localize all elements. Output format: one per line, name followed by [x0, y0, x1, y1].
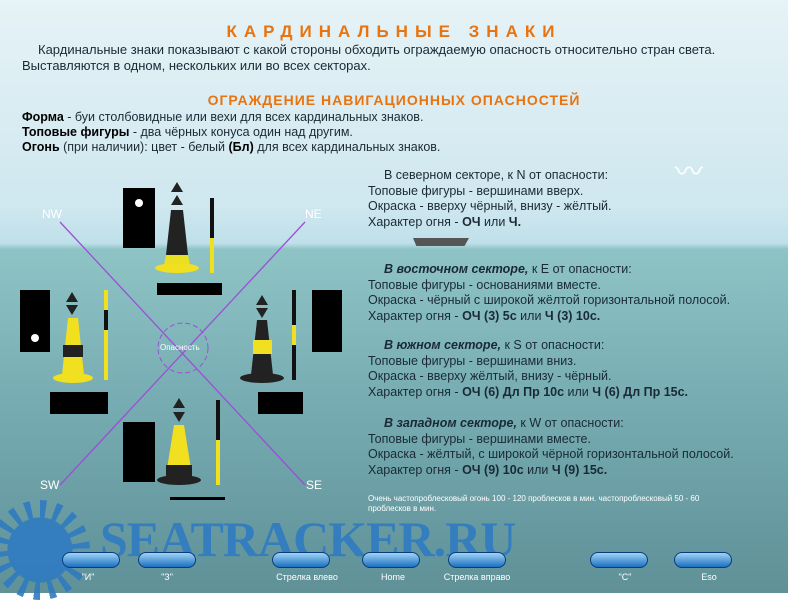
nav-key-label: Стрелка влево	[276, 572, 338, 582]
nav-button-exit[interactable]	[674, 552, 732, 568]
nav-key-label: Home	[380, 572, 405, 582]
section-heading: ОГРАЖДЕНИЕ НАВИГАЦИОННЫХ ОПАСНОСТЕЙ	[207, 92, 581, 108]
nav-key-label: "И"	[81, 572, 95, 582]
nav-key-label: Стрелка вправо	[443, 572, 511, 582]
sector-north: В северном секторе, к N от опасности: То…	[368, 168, 612, 229]
nav-button-back[interactable]	[272, 552, 330, 568]
south-buoy	[123, 398, 225, 500]
nav-key-label: Eso	[701, 572, 717, 582]
nav-key-label: "С"	[618, 572, 632, 582]
cardinal-diagram	[20, 182, 342, 500]
sun-logo-icon	[0, 500, 90, 600]
nav-button-6[interactable]	[590, 552, 648, 568]
specs: Форма - буи столбовидные или вехи для вс…	[22, 110, 440, 155]
footnote: Очень частопроблесковый огонь 100 - 120 …	[368, 494, 700, 513]
nav-button-2[interactable]	[138, 552, 196, 568]
nav-button-forward[interactable]	[448, 552, 506, 568]
east-buoy	[240, 290, 342, 414]
ship-icon	[413, 238, 469, 246]
spec-shape: Форма - буи столбовидные или вехи для вс…	[22, 110, 424, 124]
nav-button-home[interactable]	[362, 552, 420, 568]
north-buoy	[123, 182, 222, 295]
spec-light: Огонь (при наличии): цвет - белый (Бл) д…	[22, 140, 441, 154]
danger-circle	[157, 322, 209, 374]
nav-key-label: "З"	[161, 572, 173, 582]
nav-button-contents[interactable]	[62, 552, 120, 568]
danger-label: Опасность	[160, 343, 200, 352]
spec-topmarks: Топовые фигуры - два чёрных конуса один …	[22, 125, 353, 139]
sector-east: В восточном секторе, к E от опасности: Т…	[368, 262, 731, 323]
diagonal-line	[59, 221, 306, 486]
label-se: SE	[306, 478, 323, 492]
label-nw: NW	[42, 207, 62, 221]
sector-south: В южном секторе, к S от опасности: Топов…	[368, 338, 689, 399]
page-title: КАРДИНАЛЬНЫЕ ЗНАКИ	[226, 22, 562, 41]
seagull-icon: 〰	[675, 156, 704, 187]
intro-text: Кардинальные знаки показывают с какой ст…	[22, 42, 716, 73]
sector-west: В западном секторе, к W от опасности: То…	[368, 416, 734, 477]
west-buoy	[20, 290, 108, 414]
label-ne: NE	[305, 207, 322, 221]
label-sw: SW	[40, 478, 60, 492]
